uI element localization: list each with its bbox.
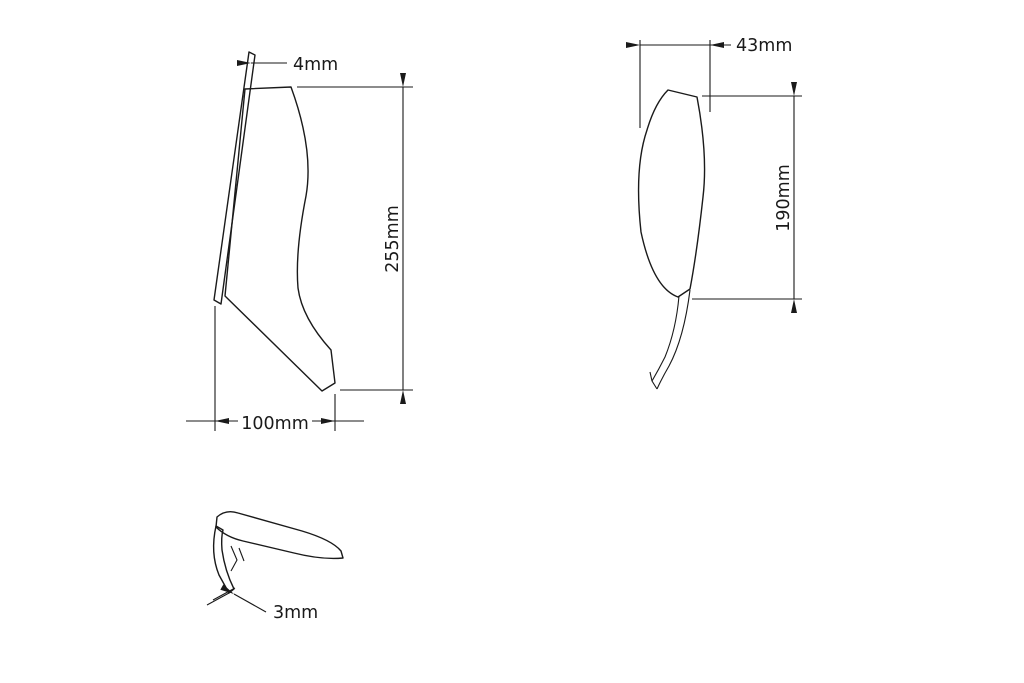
dimension-width-100mm: 100mm: [186, 306, 364, 434]
section-extension-tick-1: [206, 592, 230, 606]
section-blade-outline: [215, 510, 344, 560]
section-fold-line-1: [230, 545, 238, 572]
screen-edge-blade: [213, 51, 256, 305]
side-height-dimension-label: 255mm: [383, 205, 403, 273]
front-view: 43mm 190mm: [626, 36, 802, 390]
dimension-width-43mm: 43mm: [626, 36, 792, 128]
section-lower-sliver: [212, 525, 235, 594]
section-fold-line-2: [238, 547, 245, 562]
dimension-thickness-3mm: 3mm: [206, 584, 318, 623]
screen-front-outline: [637, 89, 706, 298]
section-extension-tick-2: [212, 587, 236, 601]
dimension-thickness-4mm: 4mm: [237, 55, 338, 75]
screen-side-profile: [224, 86, 336, 392]
section-thickness-dimension-label: 3mm: [273, 603, 318, 623]
side-thickness-dimension-label: 4mm: [293, 55, 338, 75]
section-thickness-leader: [220, 584, 267, 613]
front-height-dimension-label: 190mm: [774, 164, 794, 232]
top-section-view: 3mm: [206, 510, 344, 623]
mounting-tail-foot: [649, 371, 658, 390]
side-profile-view: 4mm 255mm 100mm: [186, 51, 413, 434]
mounting-tail-outer-edge: [656, 289, 691, 390]
dimension-height-255mm: 255mm: [297, 73, 413, 404]
mounting-tail-inner-edge: [651, 295, 680, 382]
dimension-height-190mm: 190mm: [692, 82, 802, 313]
front-width-dimension-label: 43mm: [736, 36, 792, 56]
side-width-dimension-label: 100mm: [241, 414, 309, 434]
